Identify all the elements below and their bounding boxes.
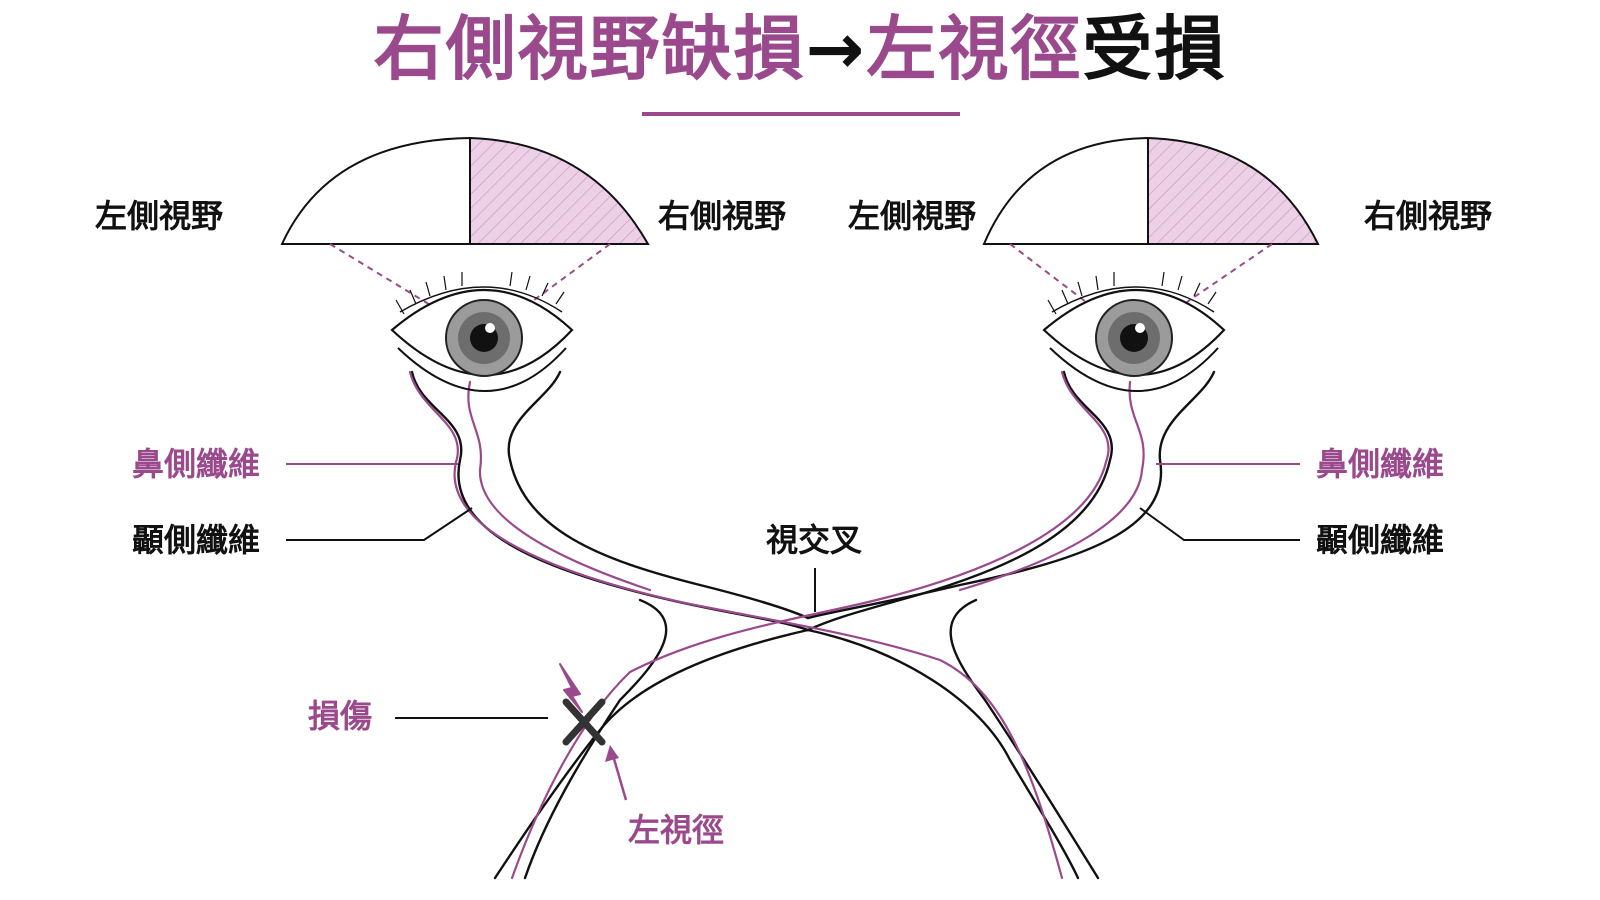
left-eye-visual-field xyxy=(280,136,650,245)
nasal-fibers-left-label: 鼻側纖維 xyxy=(132,445,261,483)
nasal-fibers-right-label: 鼻側纖維 xyxy=(1316,445,1445,483)
left-eye-left-field-label: 左側視野 xyxy=(95,197,224,235)
left-optic-tract-label: 左視徑 xyxy=(628,811,725,849)
right-temporal-fiber xyxy=(958,380,1145,592)
right-eye-right-field-label: 右側視野 xyxy=(1364,197,1493,235)
title-underline xyxy=(642,112,960,116)
left-eye-field-right-half xyxy=(470,138,648,244)
right-eye xyxy=(1042,271,1226,392)
injury-label: 損傷 xyxy=(308,697,373,735)
temporal-fibers-right-label: 顳側纖維 xyxy=(1316,521,1445,559)
title-part-damaged: 受損 xyxy=(1082,8,1227,90)
title-part-left-tract: 左視徑 xyxy=(866,8,1083,90)
right-nasal-fiber xyxy=(510,370,1110,880)
left-nasal-fiber xyxy=(408,370,1064,880)
left-eye xyxy=(390,271,574,392)
optic-pathway-outlines xyxy=(410,370,1216,880)
optic-chiasm-label: 視交叉 xyxy=(766,521,863,559)
lightning-icon xyxy=(559,663,583,713)
right-eye-field-right-half xyxy=(1148,138,1318,244)
page-title: 右側視野缺損→左視徑受損 xyxy=(0,14,1600,84)
left-eye-right-field-label: 右側視野 xyxy=(658,197,787,235)
nasal-fibers xyxy=(408,370,1145,880)
tract-pointer-arrow-icon xyxy=(605,745,628,801)
right-eye-left-field-label: 左側視野 xyxy=(848,197,977,235)
title-arrow: → xyxy=(805,8,867,90)
injury-x-mark-icon xyxy=(562,698,606,746)
leader-lines xyxy=(286,463,1300,719)
temporal-fibers-left-label: 顳側纖維 xyxy=(132,521,261,559)
left-temporal-fiber xyxy=(467,380,652,592)
right-eye-visual-field xyxy=(982,136,1320,245)
title-part-field-defect: 右側視野缺損 xyxy=(373,8,806,90)
